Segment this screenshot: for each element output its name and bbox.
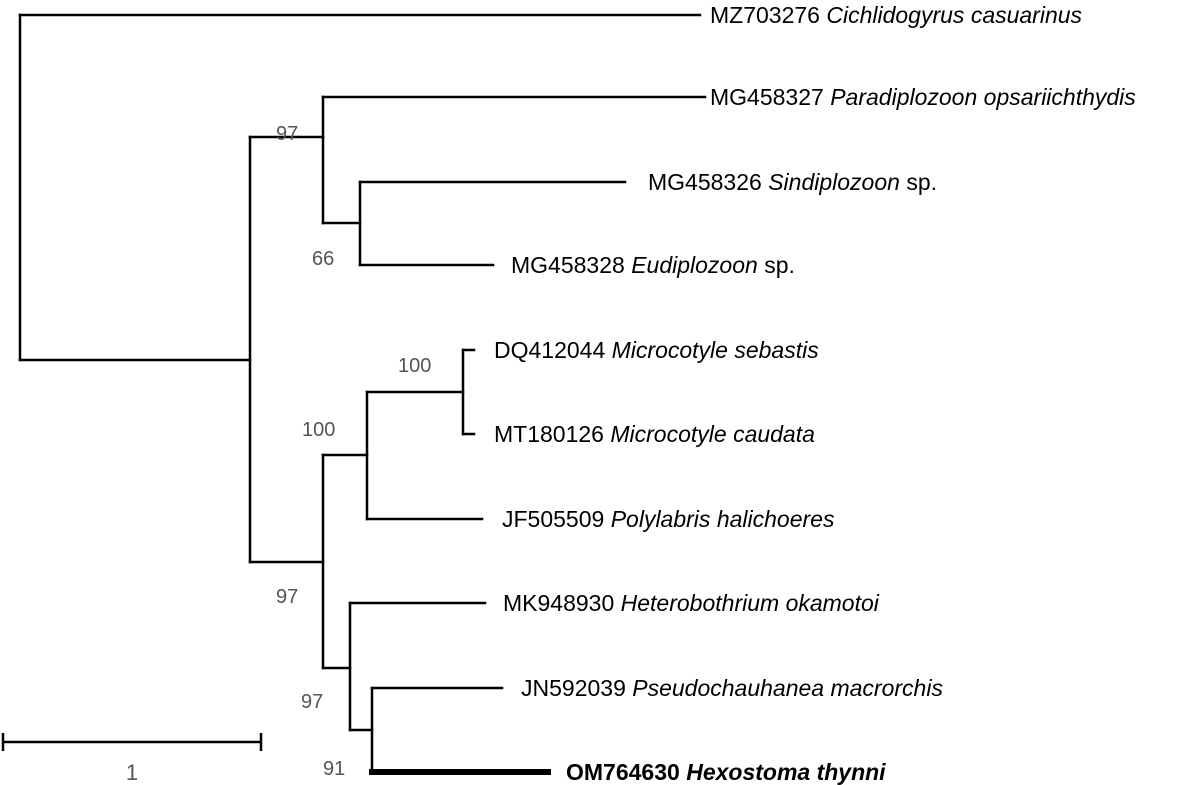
taxon-genus: Microcotyle [612, 337, 728, 363]
taxon-accession: MG458326 [648, 169, 762, 195]
taxon-genus: Cichlidogyrus [826, 2, 965, 28]
scale-bar: 1 [1, 733, 263, 785]
taxon-epithet: caudata [733, 421, 815, 447]
taxon-accession: JF505509 [502, 506, 604, 532]
taxon-epithet: casuarinus [971, 2, 1083, 28]
taxon-accession: MT180126 [494, 421, 604, 447]
taxon-accession: MZ703276 [710, 2, 820, 28]
taxon-epithet: halichoeres [717, 506, 835, 532]
taxon-label-polylabris: JF505509 Polylabris halichoeres [502, 506, 835, 532]
taxon-genus: Sindiplozoon [768, 169, 900, 195]
support-value-microcotyle: 100 [398, 355, 431, 377]
taxon-epithet: macrorchis [830, 675, 943, 701]
support-value-diplozoid: 97 [276, 123, 298, 145]
taxon-accession: DQ412044 [494, 337, 605, 363]
taxon-genus: Paradiplozoon [830, 84, 977, 110]
support-value-hexostoma-pseudochauhanea: 91 [323, 758, 345, 780]
taxon-epithet: sp. [764, 252, 795, 278]
taxon-epithet: okamotoi [786, 590, 880, 616]
taxon-accession: OM764630 [566, 759, 680, 785]
taxon-label-paradiplozoon: MG458327 Paradiplozoon opsariichthydis [710, 84, 1136, 110]
taxon-label-cichlidogyrus: MZ703276 Cichlidogyrus casuarinus [710, 2, 1083, 28]
svg-text:JF505509 Polylabris halichoere: JF505509 Polylabris halichoeres [502, 506, 835, 532]
svg-text:MG458326 Sindiplozoon sp.: MG458326 Sindiplozoon sp. [648, 169, 937, 195]
svg-text:MZ703276 Cichlidogyrus casuari: MZ703276 Cichlidogyrus casuarinus [710, 2, 1083, 28]
taxon-label-microcotyle-sebastis: DQ412044 Microcotyle sebastis [494, 337, 819, 363]
svg-text:MG458328 Eudiplozoon sp.: MG458328 Eudiplozoon sp. [511, 252, 795, 278]
taxon-label-hexostoma: OM764630 Hexostoma thynni [566, 759, 886, 785]
taxon-label-heterobothrium: MK948930 Heterobothrium okamotoi [503, 590, 880, 616]
support-value-polyopisthocotylean: 97 [276, 586, 298, 608]
taxon-epithet: thynni [817, 759, 887, 785]
taxon-genus: Polylabris [611, 506, 711, 532]
taxon-genus: Microcotyle [610, 421, 726, 447]
svg-text:JN592039 Pseudochauhanea macro: JN592039 Pseudochauhanea macrorchis [521, 675, 943, 701]
taxon-accession: MK948930 [503, 590, 614, 616]
support-value-heterobothrium: 97 [301, 691, 323, 713]
svg-text:MT180126 Microcotyle caudata: MT180126 Microcotyle caudata [494, 421, 815, 447]
taxon-label-eudiplozoon: MG458328 Eudiplozoon sp. [511, 252, 795, 278]
scale-bar-label: 1 [126, 760, 138, 785]
taxon-accession: MG458327 [710, 84, 824, 110]
taxon-label-sindiplozoon: MG458326 Sindiplozoon sp. [648, 169, 937, 195]
taxon-epithet: sebastis [734, 337, 819, 363]
taxon-genus: Hexostoma [686, 759, 810, 785]
taxon-accession: MG458328 [511, 252, 625, 278]
svg-text:DQ412044 Microcotyle sebastis: DQ412044 Microcotyle sebastis [494, 337, 819, 363]
svg-text:MK948930 Heterobothrium okamot: MK948930 Heterobothrium okamotoi [503, 590, 880, 616]
taxon-label-microcotyle-caudata: MT180126 Microcotyle caudata [494, 421, 815, 447]
taxon-genus: Eudiplozoon [631, 252, 758, 278]
svg-text:MG458327 Paradiplozoon opsarii: MG458327 Paradiplozoon opsariichthydis [710, 84, 1136, 110]
support-value-sindiplozoon-eudiplozoon: 66 [312, 248, 334, 270]
taxon-genus: Pseudochauhanea [632, 675, 824, 701]
taxon-epithet: opsariichthydis [984, 84, 1137, 110]
taxon-epithet: sp. [906, 169, 937, 195]
taxon-accession: JN592039 [521, 675, 626, 701]
support-value-microcotylid: 100 [302, 419, 335, 441]
taxon-genus: Heterobothrium [621, 590, 780, 616]
svg-text:OM764630 Hexostoma thynni: OM764630 Hexostoma thynni [566, 759, 886, 785]
taxon-label-pseudochauhanea: JN592039 Pseudochauhanea macrorchis [521, 675, 943, 701]
